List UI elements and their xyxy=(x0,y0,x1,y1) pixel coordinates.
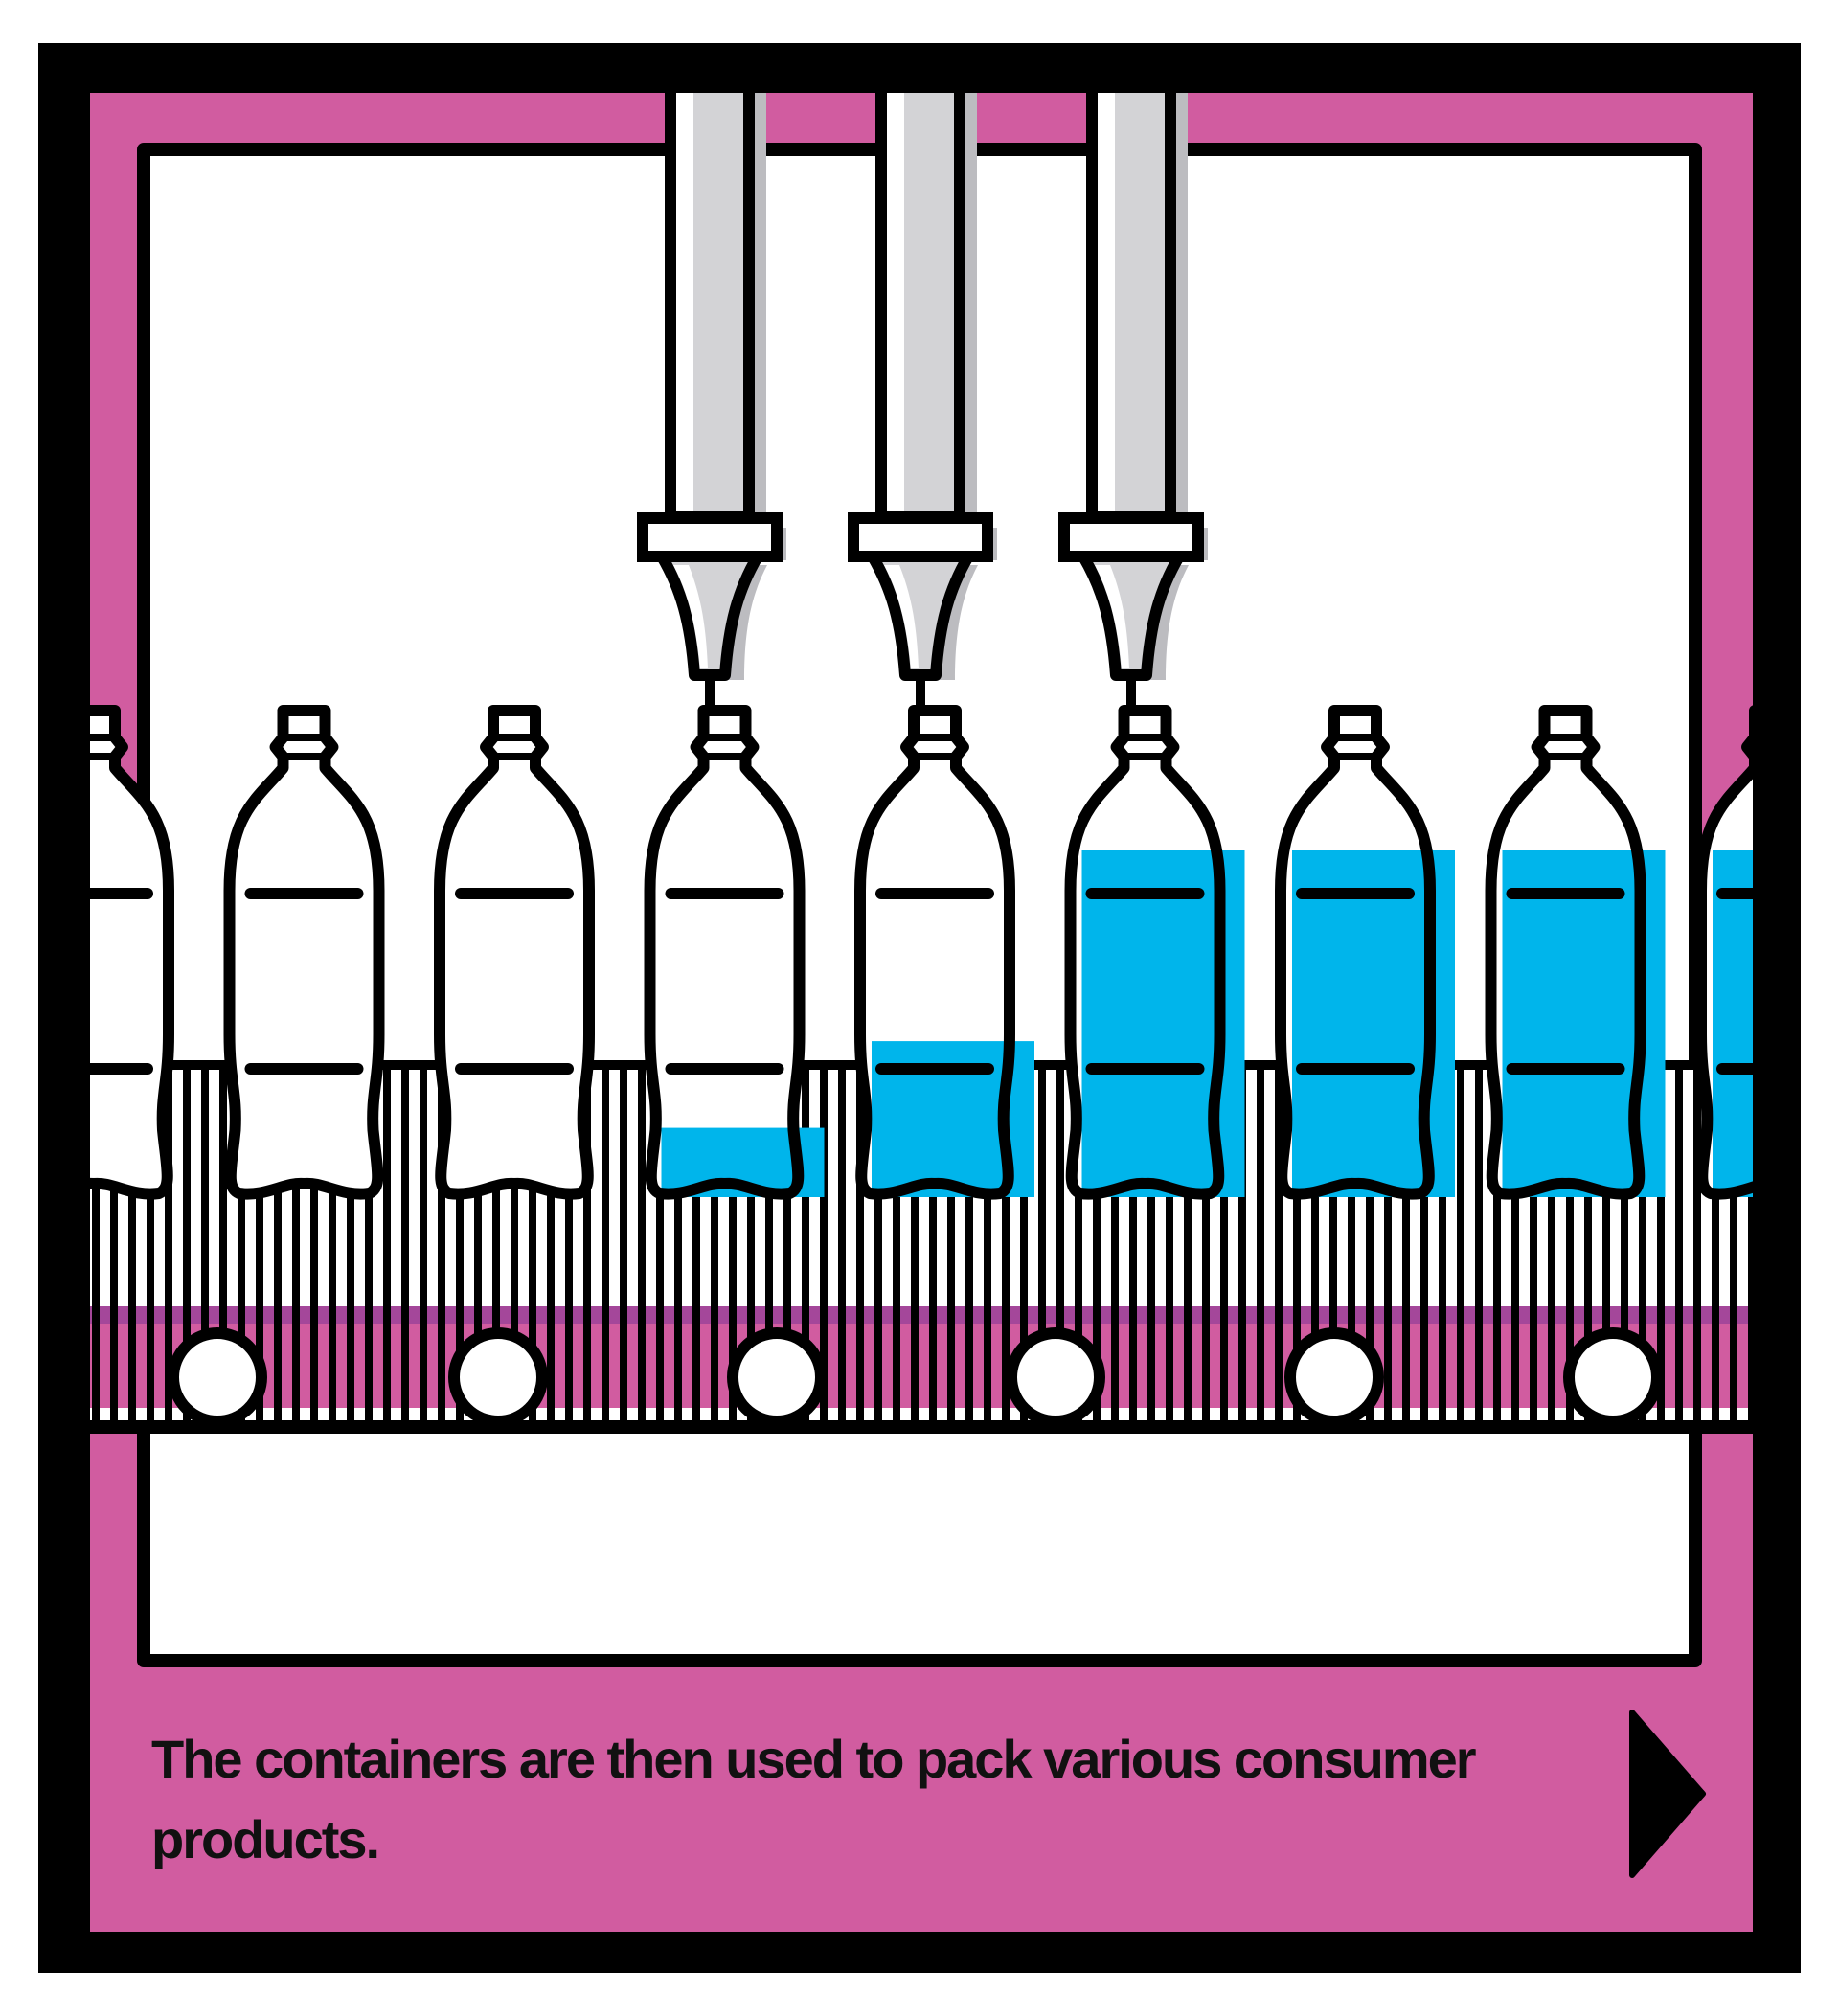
bottle-outline xyxy=(1064,705,1226,1200)
fill-nozzle-icon xyxy=(1058,93,1208,814)
bottle-icon xyxy=(1485,705,1666,1200)
bottle-outline xyxy=(854,705,1015,1200)
fill-nozzle-icon xyxy=(637,93,786,814)
conveyor-roller-icon xyxy=(1563,1327,1663,1427)
bottle-icon xyxy=(1064,705,1245,1200)
bottle-outline xyxy=(644,705,806,1200)
bottle-outline xyxy=(434,705,595,1200)
bottle-icon xyxy=(434,705,595,1200)
bottle-outline xyxy=(90,705,174,1200)
bottle-icon xyxy=(90,705,174,1200)
bottle-outline xyxy=(1485,705,1646,1200)
bottle-outline xyxy=(1695,705,1753,1200)
conveyor-roller-icon xyxy=(448,1327,548,1427)
conveyor-roller-icon xyxy=(1284,1327,1384,1427)
conveyor-roller-icon xyxy=(1006,1327,1105,1427)
bottle-row xyxy=(90,705,1753,1200)
bottle-icon xyxy=(223,705,385,1200)
caption-text: The containers are then used to pack var… xyxy=(151,1729,1477,1869)
bottle-icon xyxy=(1695,705,1753,1200)
conveyor-roller-icon xyxy=(168,1327,267,1427)
bottle-icon xyxy=(644,705,825,1200)
fill-nozzles xyxy=(637,93,1208,814)
bottle-icon xyxy=(854,705,1034,1200)
conveyor-track-shadow xyxy=(90,1306,1753,1324)
bottle-outline xyxy=(1275,705,1436,1200)
bottle-liquid xyxy=(1713,850,1753,1197)
conveyor-roller-icon xyxy=(727,1327,827,1427)
next-arrow-icon[interactable] xyxy=(1629,1710,1706,1878)
bottle-icon xyxy=(1275,705,1455,1200)
bottle-outline xyxy=(223,705,385,1200)
fill-nozzle-icon xyxy=(848,93,997,814)
